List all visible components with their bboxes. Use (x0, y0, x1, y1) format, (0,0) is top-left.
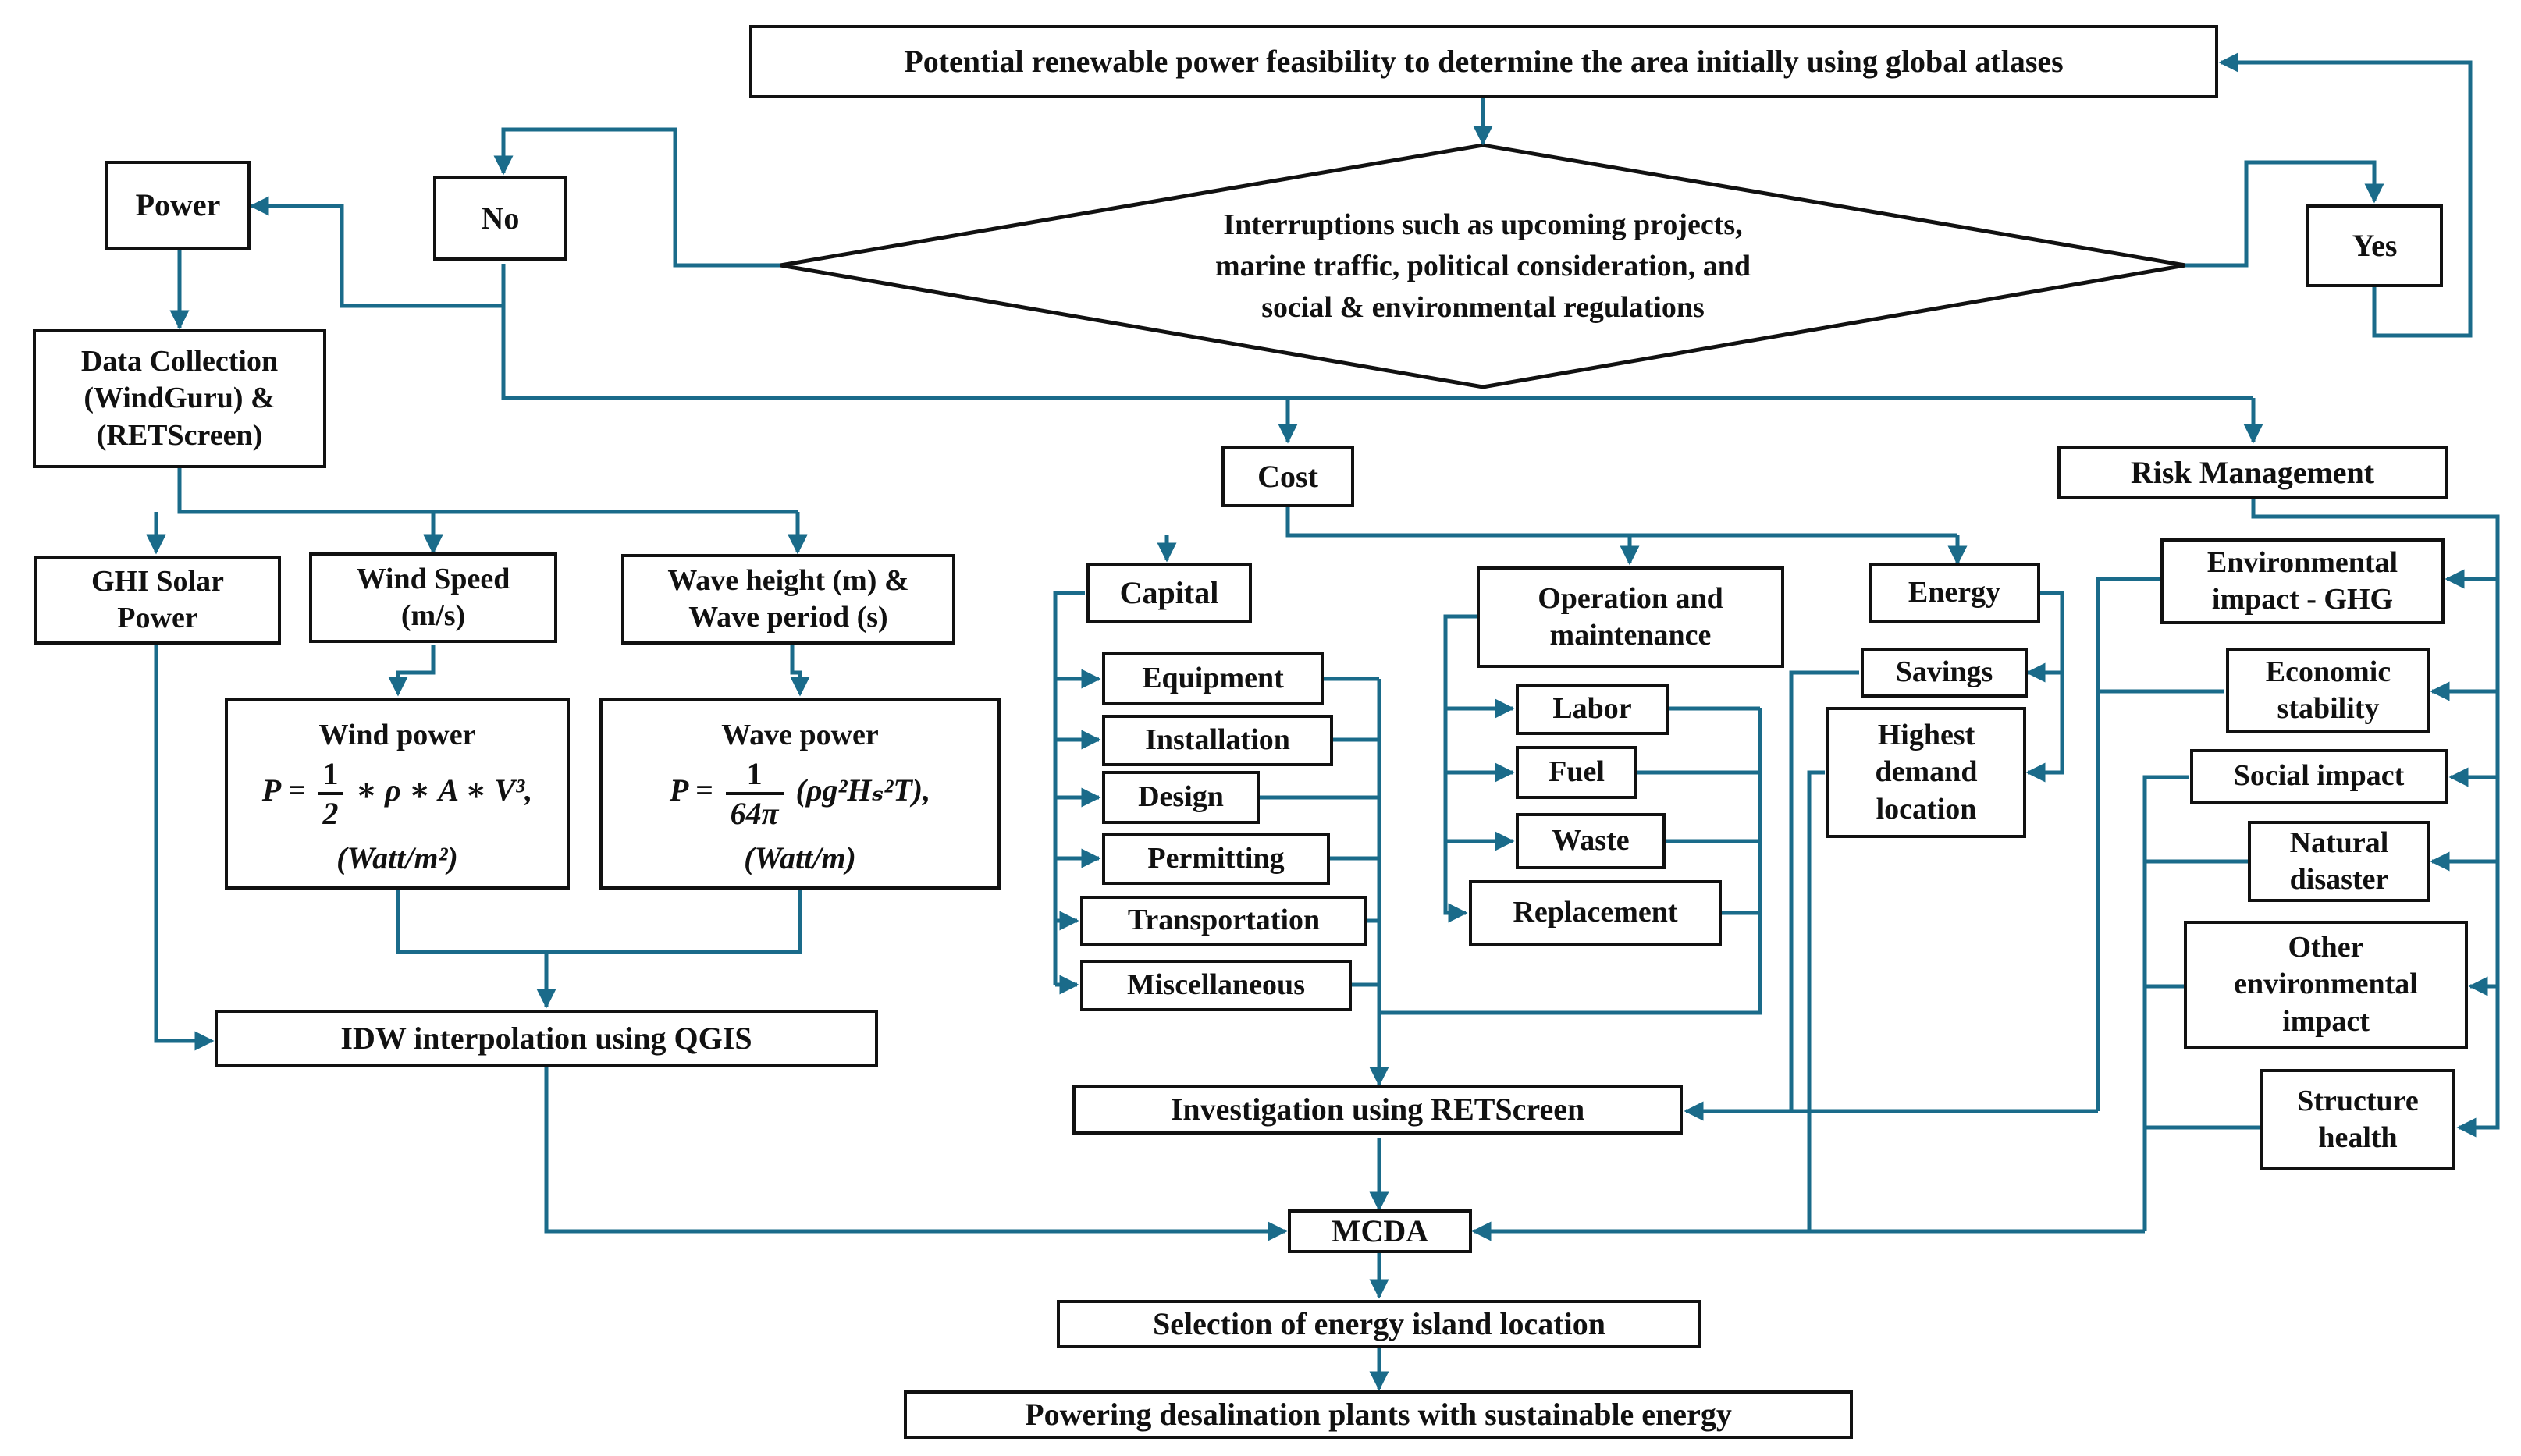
node-replacement: Replacement (1469, 880, 1722, 946)
node-savings: Savings (1861, 648, 2028, 698)
wind-power-unit: (Watt/m²) (336, 840, 458, 875)
node-energy: Energy (1869, 563, 2040, 623)
node-idw-interpolation: IDW interpolation using QGIS (215, 1010, 878, 1067)
node-environmental-impact-ghg: Environmental impact - GHG (2160, 538, 2445, 624)
node-natural-disaster: Natural disaster (2248, 821, 2430, 902)
node-operation-maintenance: Operation and maintenance (1477, 566, 1784, 668)
node-other-environmental-impact: Other environmental impact (2184, 921, 2468, 1049)
node-miscellaneous: Miscellaneous (1080, 960, 1352, 1011)
node-structure-health: Structure health (2260, 1069, 2455, 1170)
node-data-collection: Data Collection (WindGuru) & (RETScreen) (33, 329, 326, 468)
node-selection-energy-island: Selection of energy island location (1057, 1300, 1701, 1348)
wave-power-denominator: 64π (730, 796, 779, 831)
node-yes: Yes (2306, 204, 2443, 287)
node-wind-speed: Wind Speed (m/s) (309, 552, 557, 643)
node-highest-demand-location: Highest demand location (1826, 707, 2026, 838)
wave-power-numerator: 1 (725, 755, 784, 795)
node-wind-power: Wind power P = 1 2 ∗ ρ ∗ A ∗ V³, (Watt/m… (225, 698, 570, 890)
node-installation: Installation (1102, 715, 1333, 766)
node-equipment: Equipment (1102, 652, 1324, 705)
node-top-feasibility: Potential renewable power feasibility to… (749, 25, 2218, 98)
wind-power-denominator: 2 (322, 796, 339, 831)
wave-power-unit: (Watt/m) (744, 840, 856, 875)
node-transportation: Transportation (1080, 896, 1367, 946)
node-no: No (433, 176, 567, 261)
wind-power-title: Wind power (318, 719, 476, 751)
node-economic-stability: Economic stability (2226, 648, 2430, 733)
wave-power-rest: (ρg²Hₛ²T), (795, 772, 931, 808)
node-wave-height-period: Wave height (m) & Wave period (s) (621, 554, 955, 645)
decision-diamond (780, 143, 2186, 389)
wind-power-equation: P = 1 2 ∗ ρ ∗ A ∗ V³, (228, 755, 567, 832)
node-fuel: Fuel (1516, 746, 1637, 799)
node-mcda: MCDA (1288, 1209, 1472, 1253)
node-powering-desalination: Powering desalination plants with sustai… (904, 1390, 1853, 1439)
node-ghi-solar: GHI Solar Power (34, 556, 281, 645)
node-wave-power: Wave power P = 1 64π (ρg²Hₛ²T), (Watt/m) (599, 698, 1001, 890)
wave-power-equation: P = 1 64π (ρg²Hₛ²T), (603, 755, 997, 832)
wave-power-title: Wave power (721, 719, 879, 751)
node-labor: Labor (1516, 684, 1669, 735)
wind-power-rest: ∗ ρ ∗ A ∗ V³, (355, 772, 533, 808)
wind-power-p: P = (261, 772, 306, 808)
node-investigation-retscreen: Investigation using RETScreen (1072, 1085, 1683, 1135)
node-risk-management: Risk Management (2057, 446, 2448, 499)
wind-power-fraction: 1 2 (318, 755, 343, 832)
wind-power-numerator: 1 (318, 755, 343, 795)
wave-power-p: P = (669, 772, 713, 808)
decision-text: Interruptions such as upcoming projects,… (1214, 208, 1751, 325)
node-waste: Waste (1516, 813, 1666, 869)
node-cost: Cost (1221, 446, 1354, 507)
wave-power-fraction: 1 64π (725, 755, 784, 832)
node-power: Power (105, 161, 251, 250)
node-social-impact: Social impact (2190, 749, 2448, 804)
node-design: Design (1102, 771, 1260, 824)
node-capital: Capital (1086, 563, 1252, 623)
node-permitting: Permitting (1102, 833, 1330, 885)
